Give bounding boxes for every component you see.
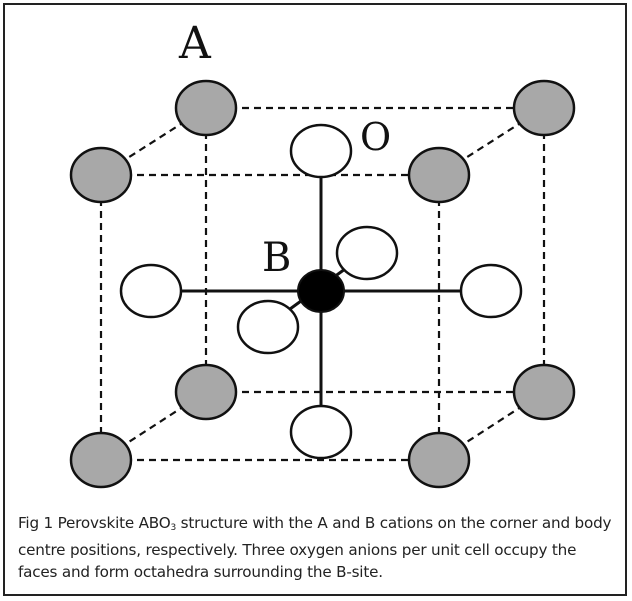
oxygen-anions [119,123,523,460]
edge-depth-tr [438,107,545,176]
oxygen-back [335,225,399,281]
caption-rest: structure with the A and B cations on th… [18,514,612,581]
figure-caption: Fig 1 Perovskite ABO3 structure with the… [18,512,618,583]
b-site-cation [297,269,345,313]
a-site-cations [69,79,576,489]
oxygen-right [459,263,523,319]
unit-cell-edges [99,106,546,462]
edge-depth-bl [100,391,207,461]
a-cation-front-bottom-right [407,431,471,489]
oxygen-front [236,299,300,355]
a-cation-back-top-left [174,79,238,137]
a-cation-front-top-right [407,146,471,204]
label-oxygen: O [360,115,391,159]
label-b-site: B [262,235,291,281]
a-cation-back-bottom-left [174,363,238,421]
caption-subscript: 3 [170,523,177,533]
oxygen-left [119,263,183,319]
a-cation-back-bottom-right [512,363,576,421]
edge-depth-tl [100,107,207,176]
a-cation-back-top-right [512,79,576,137]
oxygen-top [289,123,353,179]
caption-prefix: Fig 1 Perovskite ABO [18,514,171,532]
edge-depth-br [438,391,545,461]
label-a-site: A [178,18,212,69]
a-cation-front-top-left [69,146,133,204]
a-cation-front-bottom-left [69,431,133,489]
oxygen-bottom [289,404,353,460]
